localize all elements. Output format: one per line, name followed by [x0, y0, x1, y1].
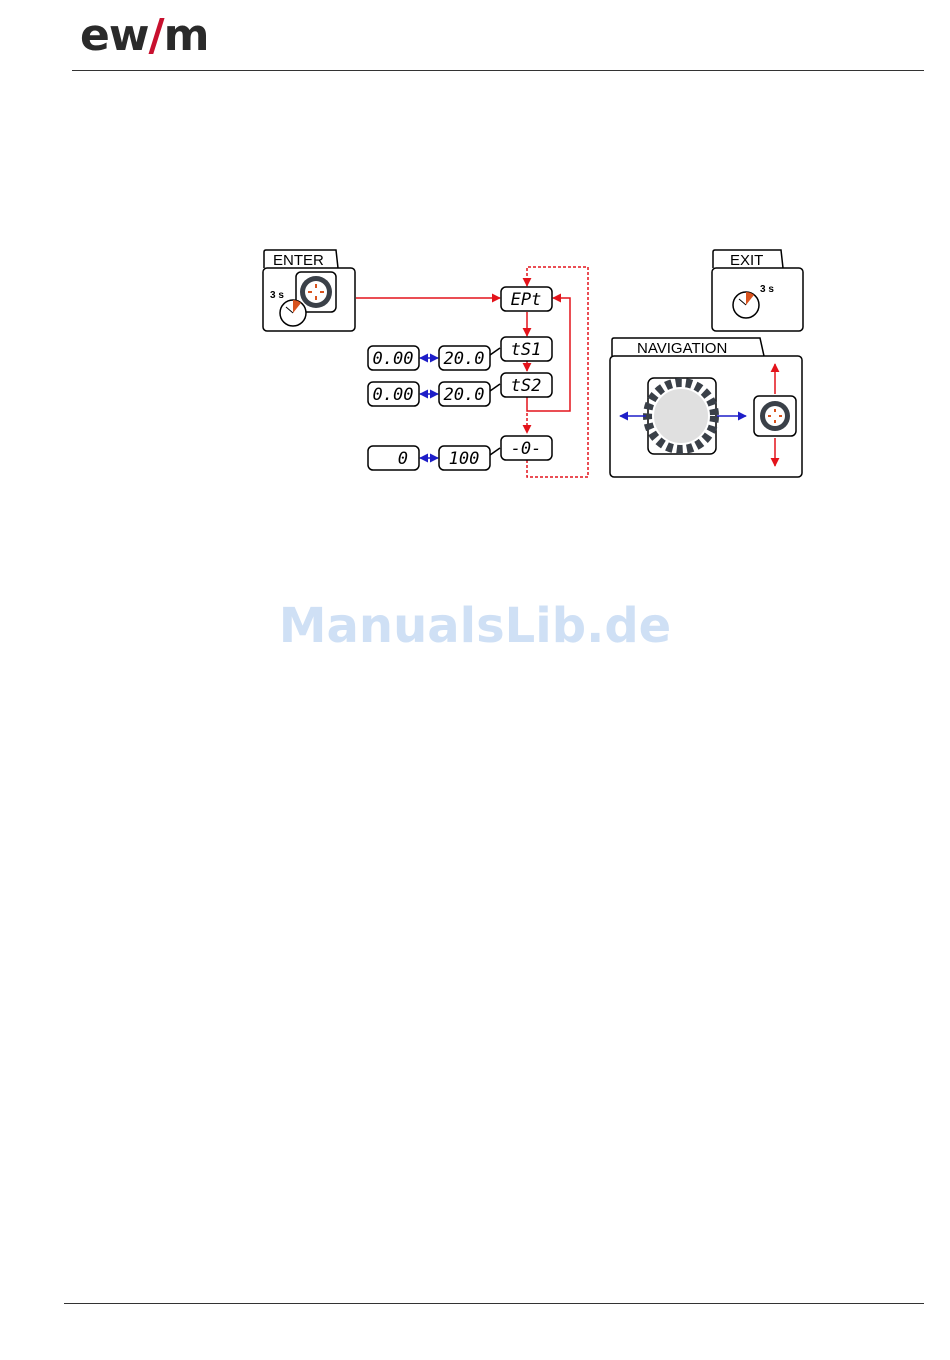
- display-ts1: tS1: [501, 337, 552, 361]
- display-ts2-min: 0.00: [368, 382, 419, 406]
- svg-text:20.0: 20.0: [444, 349, 485, 369]
- svg-text:20.0: 20.0: [444, 385, 485, 405]
- watermark: ManualsLib.de: [0, 598, 950, 654]
- display-ts2-max: 20.0: [439, 382, 490, 406]
- enter-hold-time: 3 s: [270, 290, 284, 301]
- rotary-knob-icon: [648, 378, 716, 454]
- enter-stopwatch-icon: [280, 300, 306, 326]
- svg-text:-0-: -0-: [511, 439, 542, 459]
- enter-label: ENTER: [273, 252, 324, 269]
- display-ts1-min: 0.00: [368, 346, 419, 370]
- enter-panel: ENTER 3 s: [263, 250, 355, 331]
- navigation-panel: NAVIGATION: [610, 338, 802, 477]
- push-button-icon: [754, 396, 796, 436]
- svg-text:tS2: tS2: [511, 376, 542, 396]
- svg-text:tS1: tS1: [511, 340, 542, 360]
- exit-panel: EXIT 3 s: [712, 250, 803, 331]
- display-ts1-max: 20.0: [439, 346, 490, 370]
- navigation-label: NAVIGATION: [637, 340, 727, 357]
- svg-text:0.00: 0.00: [373, 349, 414, 369]
- display-ts2: tS2: [501, 373, 552, 397]
- exit-stopwatch-icon: [733, 292, 759, 318]
- display-ept: EPt: [501, 287, 552, 311]
- exit-label: EXIT: [730, 252, 763, 269]
- svg-text:EPt: EPt: [511, 290, 542, 310]
- display-zero: -0-: [501, 436, 552, 460]
- display-zero-min: 0: [368, 446, 419, 470]
- zero-link: [490, 448, 500, 455]
- exit-hold-time: 3 s: [760, 284, 774, 295]
- footer-rule: [64, 1303, 924, 1304]
- display-zero-max: 100: [439, 446, 490, 470]
- svg-text:100: 100: [449, 449, 480, 469]
- ts2-link: [490, 384, 500, 391]
- ts1-link: [490, 348, 500, 355]
- svg-text:0.00: 0.00: [373, 385, 414, 405]
- svg-text:0: 0: [398, 449, 408, 469]
